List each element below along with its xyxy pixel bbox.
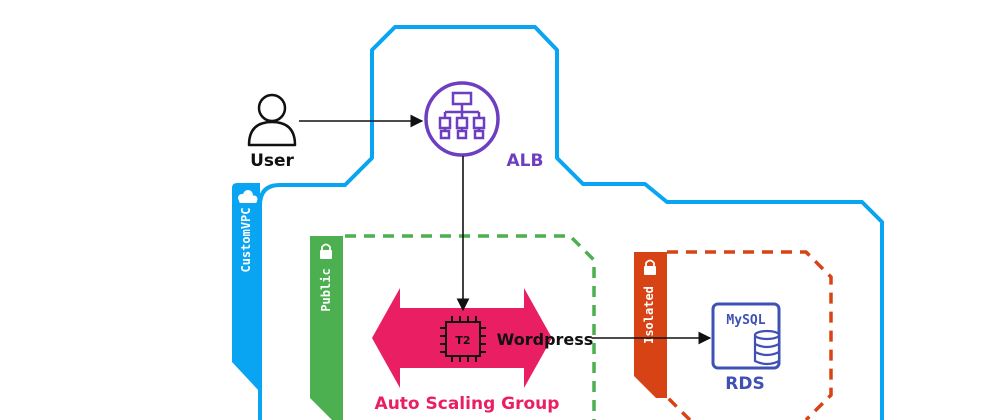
isolated-subnet-boundary	[666, 250, 833, 420]
chip-label: T2	[455, 334, 470, 347]
connectors	[299, 114, 712, 345]
alb-node: ALB	[424, 81, 544, 171]
vpc-label-tab	[232, 183, 260, 392]
chip-icon	[440, 316, 486, 362]
rds-engine-label: MySQL	[726, 313, 765, 328]
vpc-group: CustomVPC	[232, 25, 884, 420]
lock-icon	[320, 243, 332, 259]
user-icon	[247, 93, 297, 147]
instance-label: Wordpress	[497, 330, 594, 349]
isolated-subnet-tab	[634, 252, 667, 398]
rds-label: RDS	[725, 374, 764, 394]
ec2-instance-node: T2 Wordpress	[440, 316, 593, 362]
public-subnet-label: Public	[319, 268, 333, 311]
isolated-subnet-label: Isolated	[642, 286, 656, 344]
rds-node: MySQL RDS	[711, 302, 781, 394]
vpc-boundary	[258, 25, 884, 420]
vpc-label: CustomVPC	[239, 207, 253, 272]
database-icon	[753, 329, 781, 366]
isolated-subnet-group: Isolated	[634, 250, 833, 420]
asg-label: Auto Scaling Group	[375, 394, 560, 414]
lock-icon	[644, 259, 656, 275]
cloud-icon	[238, 190, 258, 203]
user-label: User	[250, 151, 294, 171]
hierarchy-icon	[438, 91, 486, 140]
user-node: User	[247, 93, 297, 171]
public-subnet-group: Public	[310, 234, 596, 420]
public-subnet-tab	[310, 236, 343, 420]
alb-label: ALB	[507, 151, 544, 171]
